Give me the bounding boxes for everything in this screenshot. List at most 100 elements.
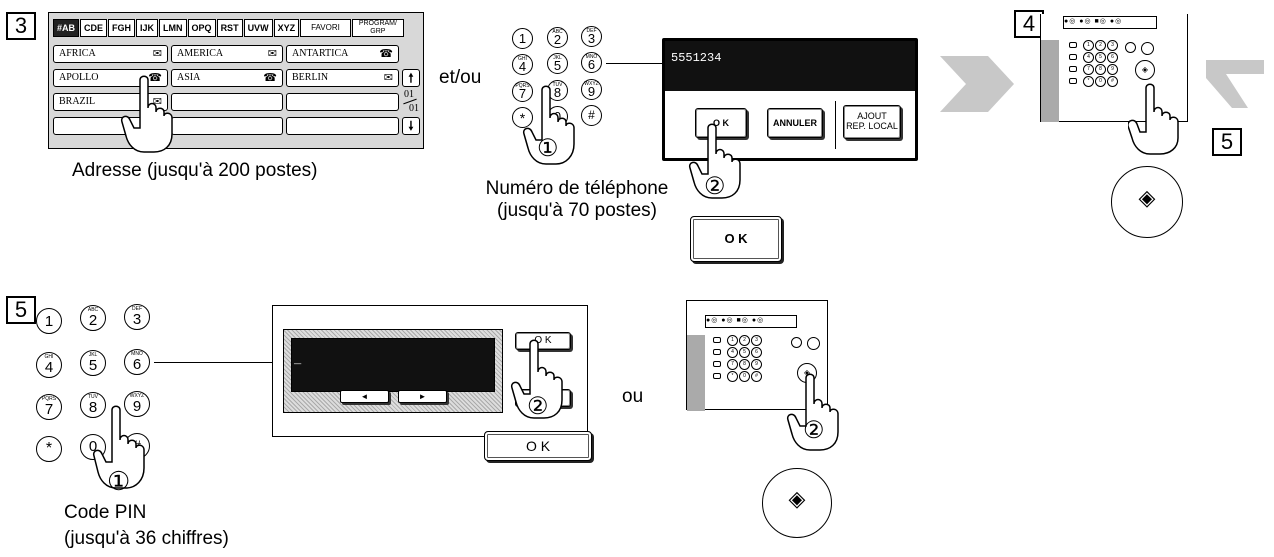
address-entry-africa[interactable]: AFRICA ✉ (53, 45, 168, 63)
indicator-lamp (713, 349, 721, 355)
tab-cde[interactable]: CDE (80, 19, 108, 37)
address-entry-asia[interactable]: ASIA ☎ (171, 69, 283, 87)
ok-button[interactable]: O K (695, 108, 747, 138)
mini-key: 2 (739, 335, 750, 346)
pointing-hand-icon (688, 123, 741, 199)
mail-icon: ✉ (152, 48, 162, 60)
pin-cursor: _ (294, 353, 302, 367)
address-entry-label: ASIA (177, 72, 201, 83)
next-step-arrow-icon (1206, 60, 1264, 108)
clear-key (1125, 42, 1136, 53)
cancel-button[interactable]: ANNULER (767, 108, 823, 138)
mini-key: 8 (1095, 64, 1106, 75)
scroll-down-button[interactable]: 🠗 (402, 117, 420, 135)
key-hash[interactable]: # (581, 105, 602, 126)
phone-icon: ☎ (148, 72, 162, 84)
mini-key: * (727, 371, 738, 382)
stop-key (1141, 42, 1154, 55)
tab-opq[interactable]: OPQ (187, 19, 216, 37)
or-label: ou (622, 386, 644, 407)
address-entry-berlin[interactable]: BERLIN ✉ (286, 69, 399, 87)
start-button[interactable]: ◈ (1111, 166, 1183, 238)
tab-favori[interactable]: FAVORI (300, 19, 351, 37)
tab-ijk[interactable]: IJK (136, 19, 159, 37)
scroll-up-button[interactable]: 🠕 (402, 69, 420, 87)
cursor-left-button[interactable]: ◄ (340, 390, 389, 403)
key-star[interactable]: * (512, 107, 533, 128)
and-or-label: et/ou (439, 67, 482, 88)
phone-number-display: 5551234 O K ANNULER AJOUT REP. LOCAL (662, 38, 918, 161)
function-key-strip: ●◎ ●◎ ■◎ ●◎ (1063, 16, 1157, 29)
fax-control-panel: ●◎ ●◎ ■◎ ●◎ 1 2 3 4 5 6 7 8 9 * 0 # ◈ (1040, 14, 1188, 122)
key-1[interactable]: 1 (36, 308, 62, 334)
page-current: 01 (404, 89, 414, 100)
address-book-panel: #AB CDE FGH IJK LMN OPQ RST UVW XYZ FAVO… (48, 12, 424, 149)
stop-key (807, 337, 820, 350)
mini-key: 4 (727, 347, 738, 358)
mini-key: 5 (1095, 52, 1106, 63)
indicator-lamp (713, 373, 721, 379)
mini-key: 0 (739, 371, 750, 382)
phone-number-screen: 5551234 (665, 41, 915, 91)
ok-button-large[interactable]: O K (690, 216, 782, 262)
tab-program-grp[interactable]: PROGRAM/ GRP (351, 19, 404, 37)
mini-key: * (1083, 76, 1094, 87)
key-star[interactable]: * (36, 436, 62, 462)
key-1[interactable]: 1 (512, 28, 533, 49)
address-tabs: #AB CDE FGH IJK LMN OPQ RST UVW XYZ FAVO… (53, 19, 404, 37)
tab-rst[interactable]: RST (216, 19, 243, 37)
indicator-lamp (1069, 78, 1077, 84)
ok-button[interactable]: O K (515, 332, 571, 350)
tab-xyz[interactable]: XYZ (273, 19, 300, 37)
tab-lmn[interactable]: LMN (159, 19, 187, 37)
clear-key (791, 337, 802, 348)
phone-icon: ☎ (379, 48, 393, 60)
phone-icon: ☎ (263, 72, 277, 84)
step-5-label: 5 (1212, 128, 1242, 156)
address-entry-empty[interactable] (286, 93, 399, 111)
address-caption: Adresse (jusqu'à 200 postes) (72, 160, 318, 181)
pin-caption-line-1: Code PIN (64, 502, 147, 523)
address-entry-empty[interactable] (171, 117, 283, 135)
step-marker-two: ② (527, 393, 549, 420)
address-entry-empty[interactable] (171, 93, 283, 111)
tab-uvw[interactable]: UVW (243, 19, 273, 37)
pointing-hand-icon (92, 405, 145, 489)
pin-caption-line-2: (jusqu'à 36 chiffres) (64, 528, 229, 549)
lcd-edge (687, 335, 705, 411)
tab-ab[interactable]: #AB (53, 19, 80, 37)
tab-fgh[interactable]: FGH (108, 19, 136, 37)
cursor-right-button[interactable]: ► (398, 390, 447, 403)
mini-key: 5 (739, 347, 750, 358)
mini-key: 4 (1083, 52, 1094, 63)
address-entry-antartica[interactable]: ANTARTICA ☎ (286, 45, 399, 63)
start-button[interactable]: ◈ (762, 468, 832, 538)
address-entry-label: APOLLO (59, 72, 99, 83)
address-entry-label: BRAZIL (59, 96, 96, 107)
ok-button-large[interactable]: O K (484, 431, 592, 461)
add-local-directory-button[interactable]: AJOUT REP. LOCAL (843, 105, 901, 139)
mini-key: 6 (751, 347, 762, 358)
pointing-hand-icon (510, 339, 563, 419)
address-entry-empty[interactable] (286, 117, 399, 135)
address-entry-america[interactable]: AMERICA ✉ (171, 45, 283, 63)
mini-key: 1 (727, 335, 738, 346)
indicator-lamp (713, 361, 721, 367)
step-marker-two: ② (803, 417, 825, 444)
